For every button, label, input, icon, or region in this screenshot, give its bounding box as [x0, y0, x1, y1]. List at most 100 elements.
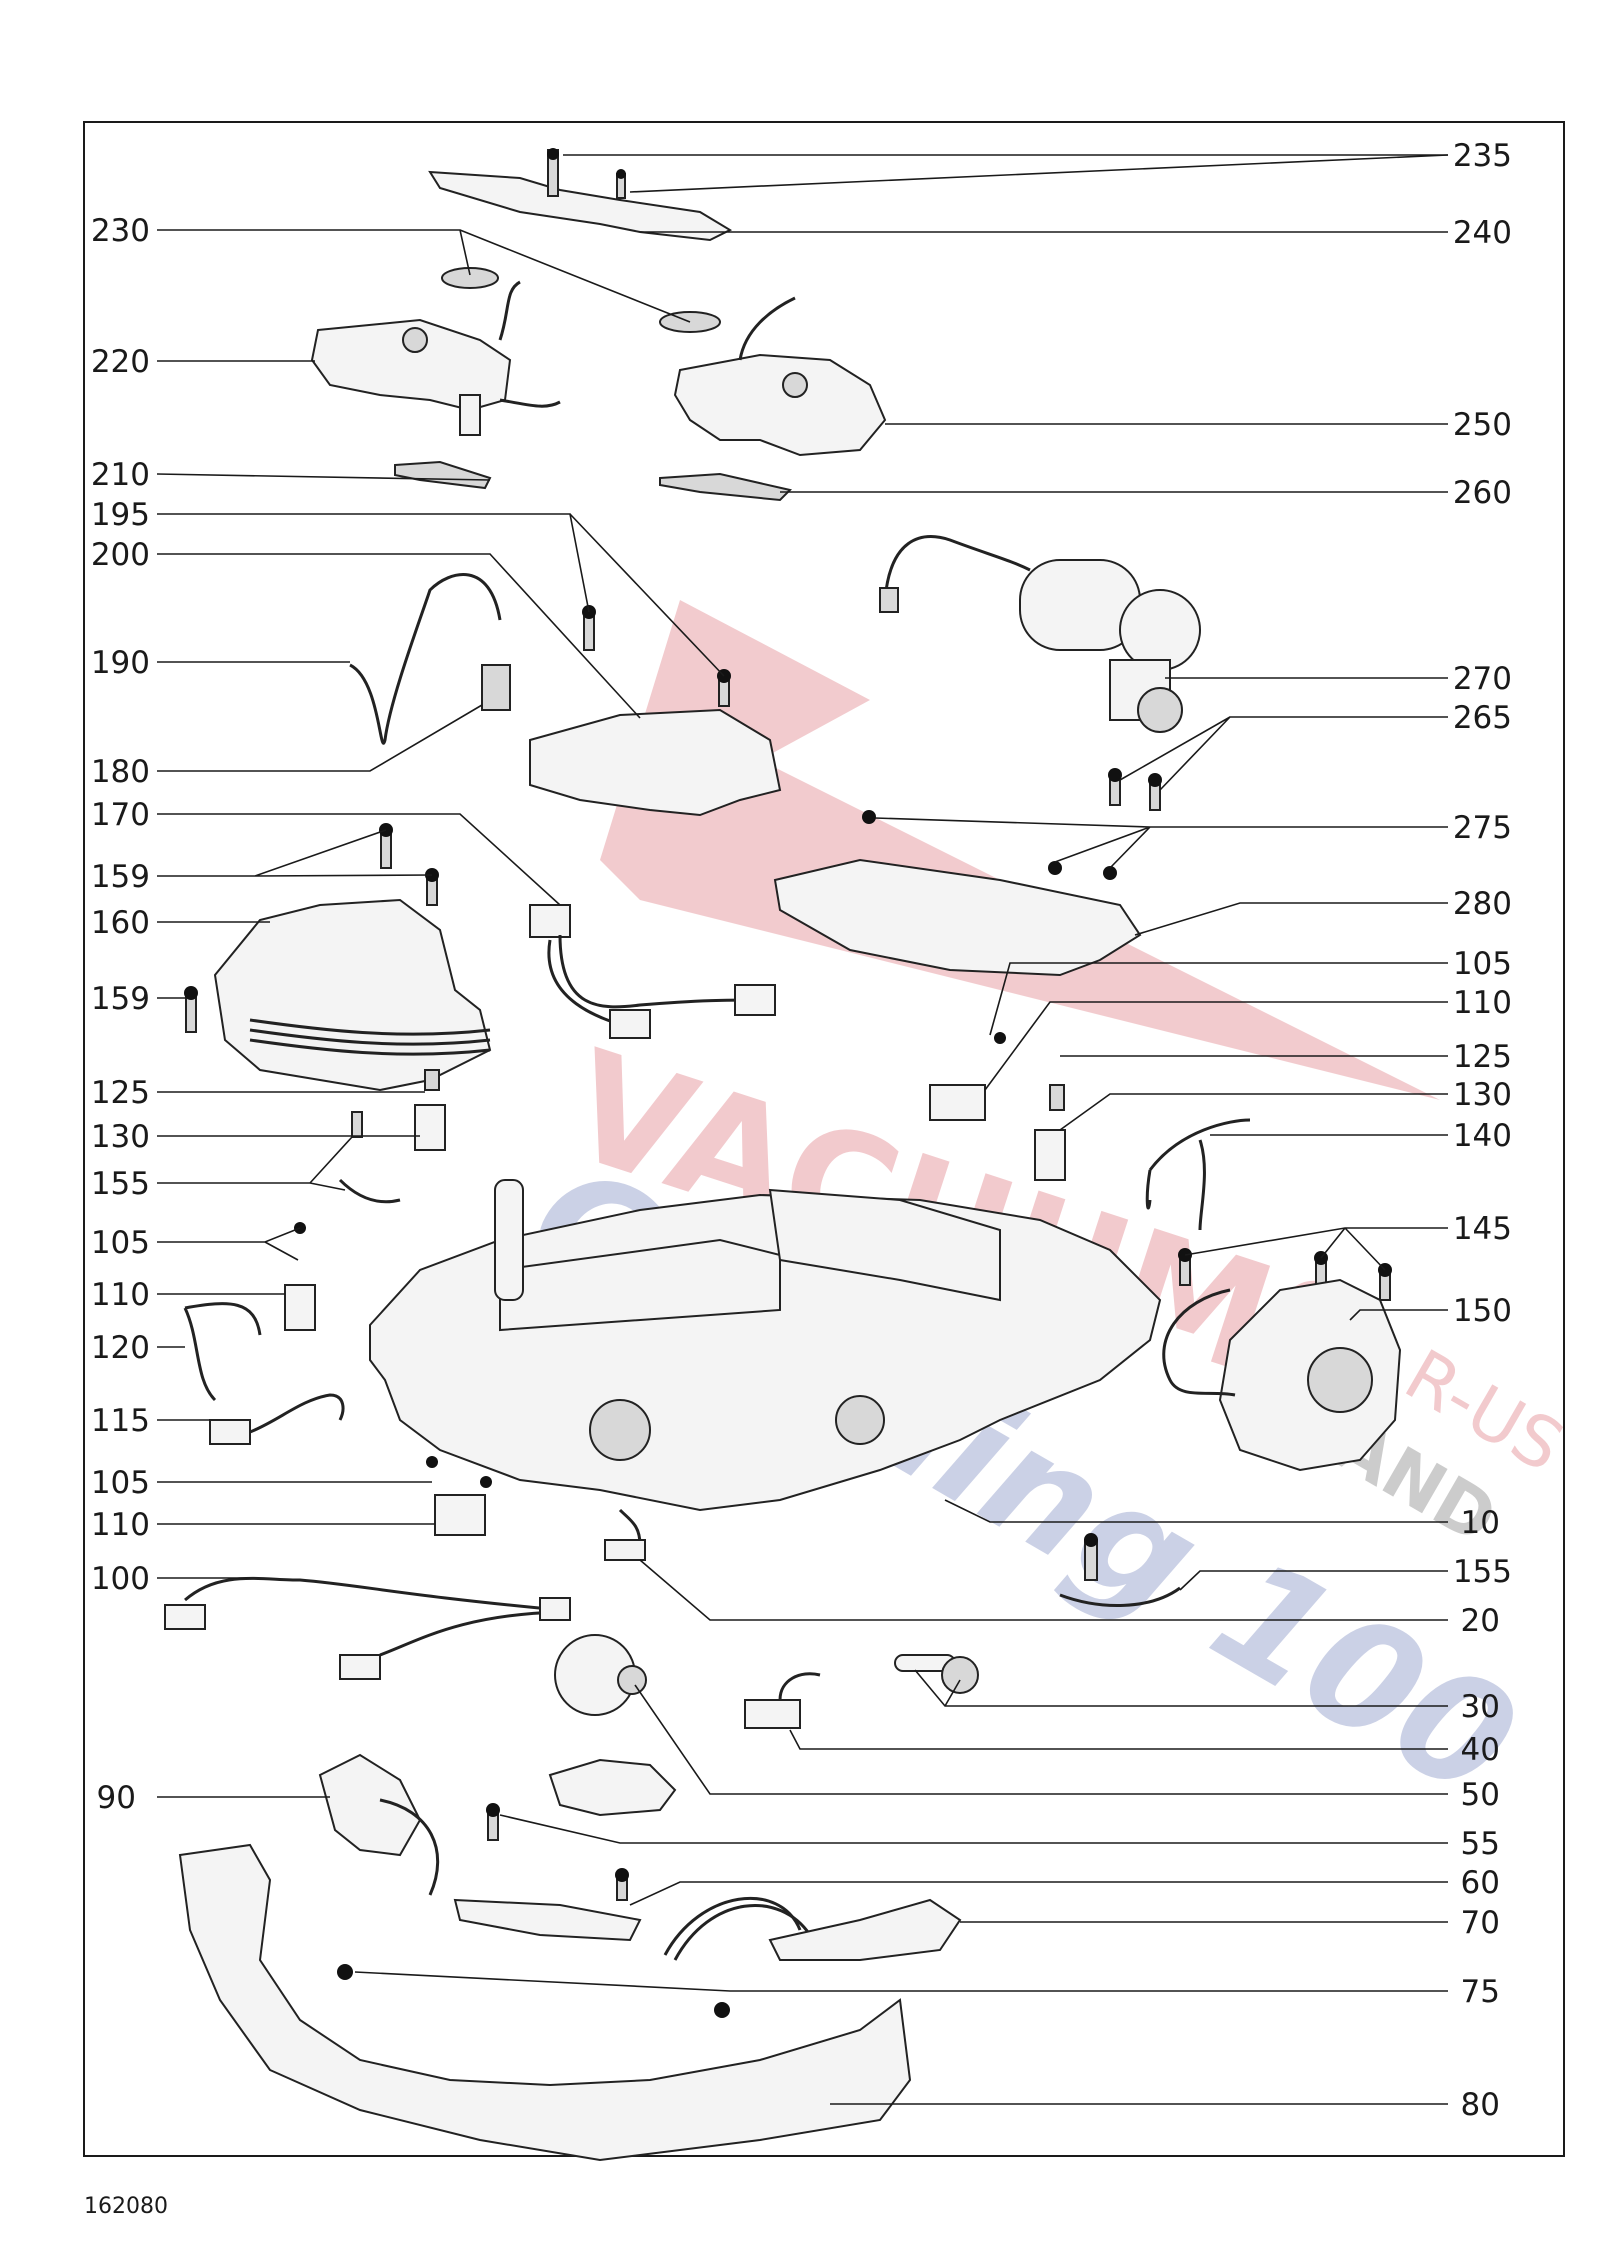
- part-sensor-155-right: [1059, 1533, 1181, 1607]
- callout-250: 250: [1453, 407, 1512, 443]
- part-gearmotor-220: [310, 280, 561, 436]
- part-sensor-130-right: [1034, 1129, 1066, 1181]
- part-sensor-130-left: [414, 1104, 446, 1151]
- callout-40: 40: [1461, 1732, 1500, 1768]
- part-gearmotor-250: [673, 296, 887, 457]
- part-cables-100: [164, 1576, 571, 1680]
- callout-270: 270: [1453, 661, 1512, 697]
- callout-145: 145: [1453, 1211, 1512, 1247]
- part-sensor-110-left-lower: [434, 1494, 486, 1536]
- part-plate-260: [659, 472, 792, 502]
- part-sensor-155-left: [338, 1111, 401, 1204]
- callout-150: 150: [1453, 1293, 1512, 1329]
- callout-80: 80: [1461, 2087, 1500, 2123]
- callout-195: 195: [91, 497, 150, 533]
- part-bracket-90: [318, 1753, 422, 1857]
- callout-155-right: 155: [1453, 1554, 1512, 1590]
- part-sensor-20: [604, 1508, 646, 1561]
- leader-lines: [156, 154, 1449, 2105]
- part-screws-235: [547, 148, 626, 199]
- callout-20: 20: [1461, 1603, 1500, 1639]
- part-screws-265: [1108, 768, 1162, 811]
- part-cable-190: [349, 573, 502, 745]
- part-screw-75-left: [337, 1964, 353, 1980]
- part-pcb-280: [773, 858, 1142, 977]
- callout-30: 30: [1461, 1689, 1500, 1725]
- callout-220: 220: [91, 344, 150, 380]
- callouts-right: 235 240 250 260 270 265 275 280 105 110 …: [1453, 138, 1512, 2123]
- part-chassis-10: [369, 1179, 1162, 1512]
- part-screw-105-right: [994, 1032, 1006, 1044]
- callout-159-upper: 159: [91, 859, 150, 895]
- callout-275: 275: [1453, 810, 1512, 846]
- callout-105-right: 105: [1453, 946, 1512, 982]
- callout-115: 115: [91, 1403, 150, 1439]
- callout-55: 55: [1461, 1826, 1500, 1862]
- part-assembly-150: [1162, 1278, 1402, 1472]
- part-screws-55: [486, 1803, 629, 1901]
- part-sensor-40: [744, 1672, 821, 1729]
- callout-240: 240: [1453, 215, 1512, 251]
- callout-180: 180: [91, 754, 150, 790]
- part-bracket-240: [428, 170, 733, 242]
- part-motor-270: [879, 535, 1201, 733]
- callout-75: 75: [1461, 1974, 1500, 2010]
- callout-60: 60: [1461, 1865, 1500, 1901]
- part-harness-170: [529, 904, 776, 1039]
- drawing-frame: [83, 121, 1565, 2157]
- callout-159-lower: 159: [91, 981, 150, 1017]
- part-cable-120: [183, 1302, 262, 1402]
- part-assembly-160: [213, 898, 492, 1092]
- callout-100: 100: [91, 1561, 150, 1597]
- callout-70: 70: [1461, 1905, 1500, 1941]
- callout-235: 235: [1453, 138, 1512, 174]
- part-cable-140: [1145, 1118, 1251, 1231]
- callout-110-left-lower: 110: [91, 1507, 150, 1543]
- part-sensor-110-right: [929, 1084, 986, 1121]
- callout-210: 210: [91, 457, 150, 493]
- callout-230: 230: [91, 213, 150, 249]
- part-screw-105-left-lower: [426, 1456, 438, 1468]
- part-screw-125-right: [1049, 1084, 1065, 1111]
- part-cable-70: [663, 1896, 962, 1961]
- part-screw-75-right: [714, 2002, 730, 2018]
- part-board-60: [453, 1898, 642, 1942]
- callouts-left: 230 220 210 195 200 190 180 170 159 160 …: [91, 213, 150, 1816]
- part-caster-50: [548, 1634, 677, 1817]
- callout-105-left-upper: 105: [91, 1225, 150, 1261]
- part-bracket-180: [481, 664, 511, 711]
- part-screws-275: [862, 810, 1117, 880]
- part-wheel-30: [894, 1654, 979, 1694]
- part-cable-90: [379, 1798, 440, 1896]
- callout-190: 190: [91, 645, 150, 681]
- part-pad-230-left: [441, 267, 499, 289]
- callout-110-left-upper: 110: [91, 1277, 150, 1313]
- callout-160: 160: [91, 905, 150, 941]
- callout-130-right: 130: [1453, 1077, 1512, 1113]
- part-sensor-115: [209, 1393, 345, 1445]
- part-sensor-110-left-upper: [284, 1284, 316, 1331]
- callout-130-left: 130: [91, 1119, 150, 1155]
- callout-120: 120: [91, 1330, 150, 1366]
- callout-170: 170: [91, 797, 150, 833]
- part-housing-200: [529, 708, 782, 817]
- callout-125-right: 125: [1453, 1039, 1512, 1075]
- callout-10: 10: [1461, 1505, 1500, 1541]
- callout-105-left-lower: 105: [91, 1465, 150, 1501]
- callout-265: 265: [1453, 700, 1512, 736]
- part-plate-210: [394, 460, 492, 490]
- drawing-number: 162080: [84, 2194, 168, 2219]
- callout-260: 260: [1453, 475, 1512, 511]
- callout-140: 140: [1453, 1118, 1512, 1154]
- part-bumper-80: [178, 1843, 912, 2162]
- callout-155-left: 155: [91, 1166, 150, 1202]
- part-screw-125-left: [424, 1069, 440, 1091]
- callout-90: 90: [97, 1780, 136, 1816]
- callout-200: 200: [91, 537, 150, 573]
- callout-110-right: 110: [1453, 985, 1512, 1021]
- parts: [164, 148, 1402, 2162]
- callout-50: 50: [1461, 1777, 1500, 1813]
- callout-125-left: 125: [91, 1075, 150, 1111]
- callout-280: 280: [1453, 886, 1512, 922]
